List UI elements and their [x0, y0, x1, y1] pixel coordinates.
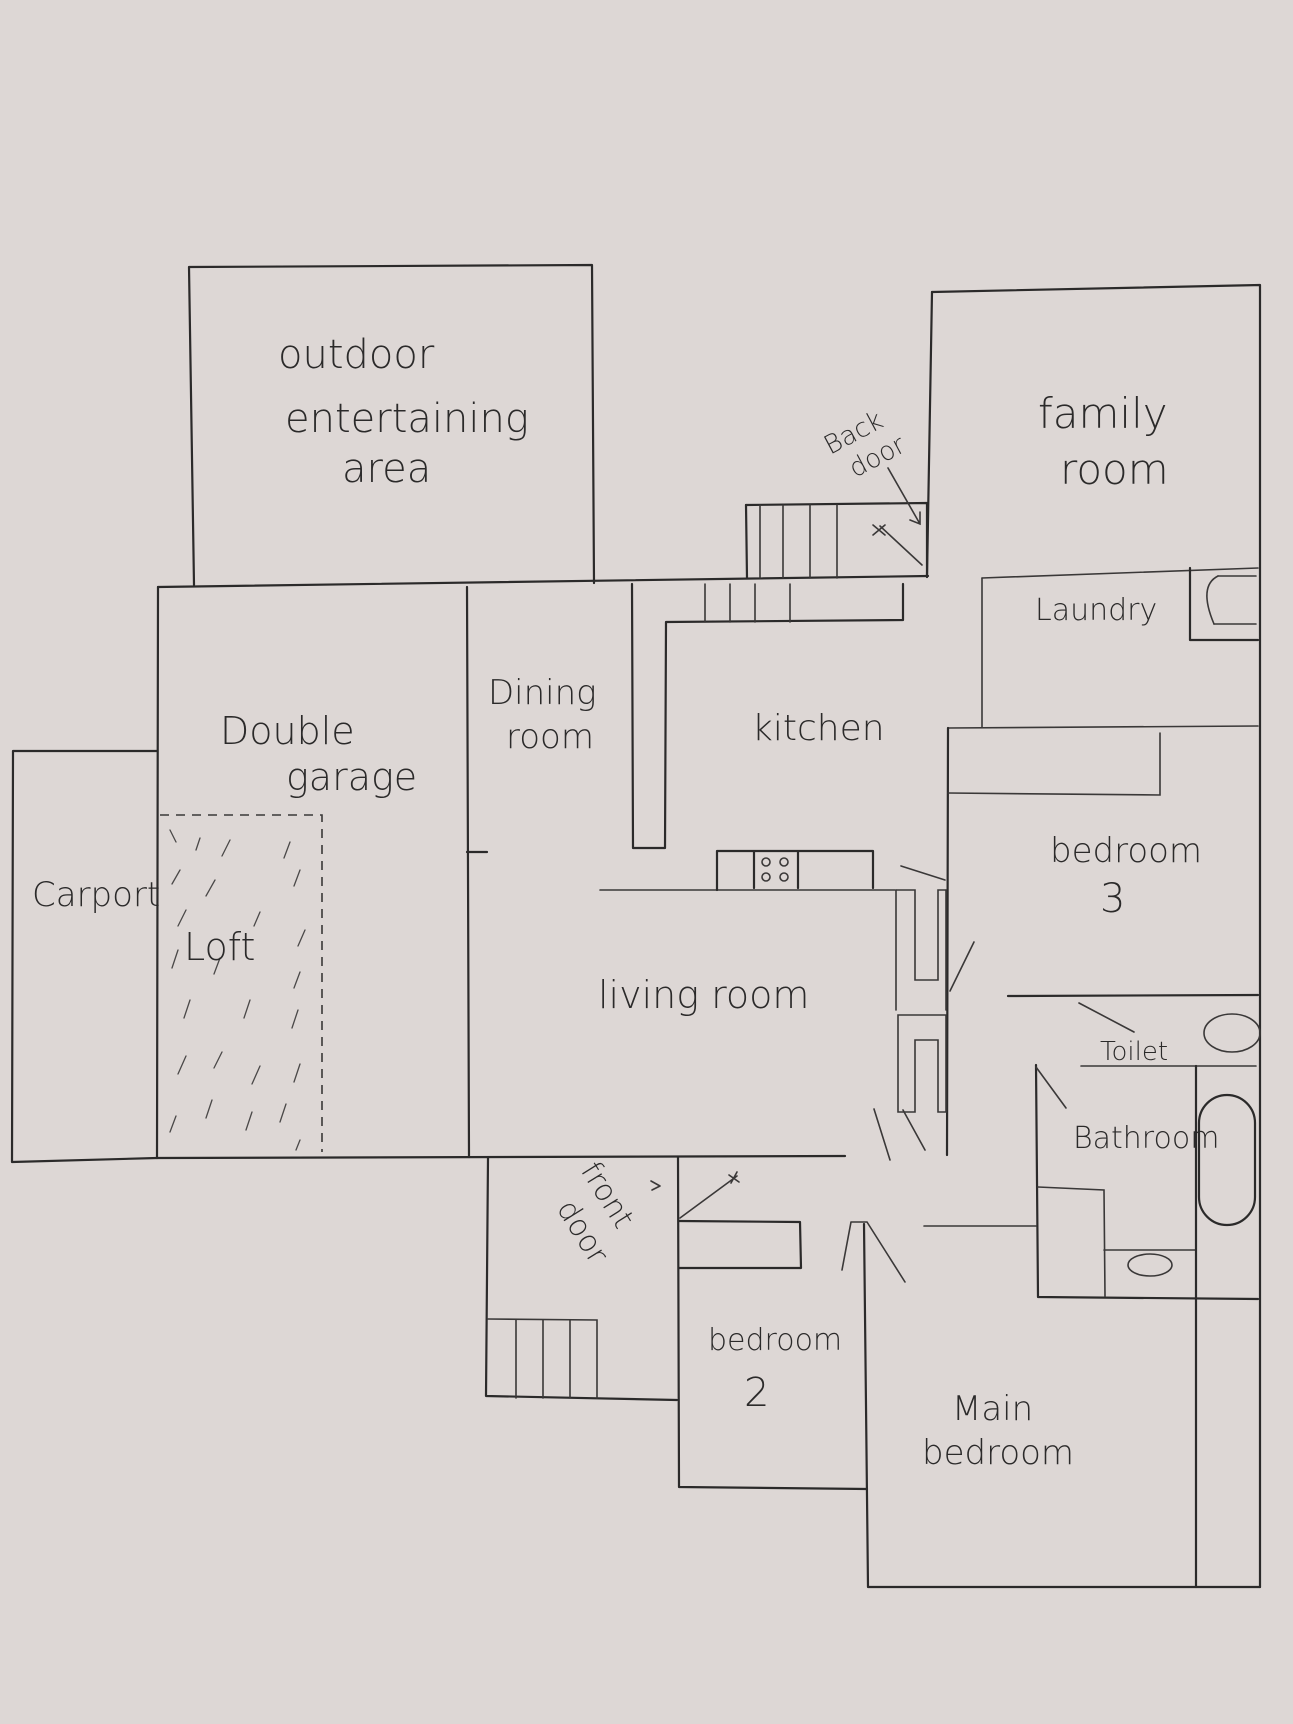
- double-garage-label-1: Double: [220, 709, 355, 753]
- door-swings: [650, 524, 1135, 1283]
- outdoor-label-2: entertaining: [285, 396, 529, 442]
- back-door-arrow: [887, 467, 921, 526]
- outdoor-entertaining-area: [187, 263, 596, 587]
- toilet-label: Toilet: [1100, 1037, 1168, 1067]
- outdoor-label-1: outdoor: [278, 332, 435, 378]
- dining-room-label-2: room: [506, 717, 594, 757]
- cooktop-icon: [752, 850, 800, 890]
- double-garage-label-2: garage: [286, 755, 417, 799]
- outdoor-label-3: area: [342, 446, 431, 492]
- house-walls: [10, 283, 1262, 1589]
- bedroom-3-label-1: bedroom: [1050, 831, 1202, 871]
- room-labels: outdoor entertaining area Back door fami…: [32, 332, 1219, 1473]
- kitchen-label: kitchen: [752, 708, 885, 749]
- bedroom-2-label-2: 2: [744, 1370, 769, 1416]
- bathroom-label: Bathroom: [1073, 1121, 1219, 1156]
- loft-label: Loft: [184, 925, 255, 969]
- bedroom-3-label-2: 3: [1100, 876, 1125, 922]
- carport-label: Carport: [32, 875, 160, 915]
- dining-room-label-1: Dining: [488, 673, 597, 713]
- main-bedroom-label-1: Main: [952, 1389, 1033, 1429]
- laundry-label: Laundry: [1035, 593, 1157, 628]
- loft-area: [160, 814, 323, 1152]
- bedroom-2-label-1: bedroom: [708, 1323, 842, 1358]
- family-room-label-1: family: [1038, 389, 1168, 438]
- living-room-label: living room: [598, 973, 809, 1017]
- main-bedroom-label-2: bedroom: [922, 1433, 1074, 1473]
- family-room-label-2: room: [1060, 445, 1169, 494]
